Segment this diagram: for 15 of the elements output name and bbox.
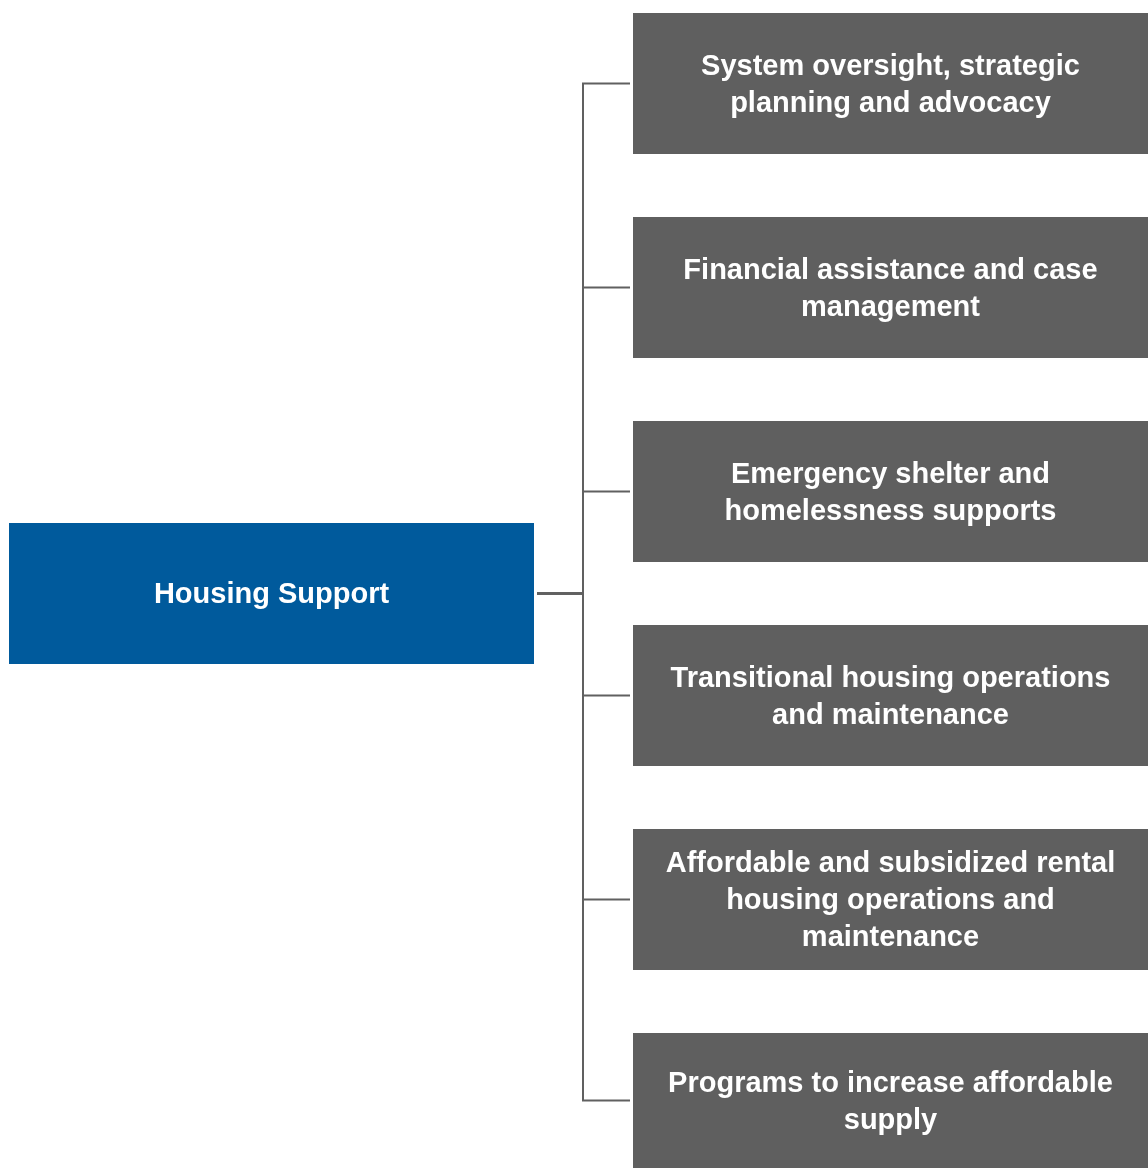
category-box [633,829,1148,970]
box-label: System oversight, strategic planning and advocacy [700,47,1081,120]
box-label: Programs to increase affordable supply [667,1064,1114,1137]
box-label: Affordable and subsidized rental housing operations and maintenance [664,845,1117,954]
category-box [633,13,1148,154]
category-box [633,625,1148,766]
connector-line [536,592,631,1102]
box-label: Financial assistance and case management [682,251,1099,324]
category-box [633,217,1148,358]
root-box [9,523,534,664]
box-label: Transitional housing operations and maintenance [669,659,1112,732]
box-label: Housing Support [153,576,390,611]
category-box [633,421,1148,562]
box-label: Emergency shelter and homelessness supports [723,455,1058,528]
category-box [633,1033,1148,1168]
